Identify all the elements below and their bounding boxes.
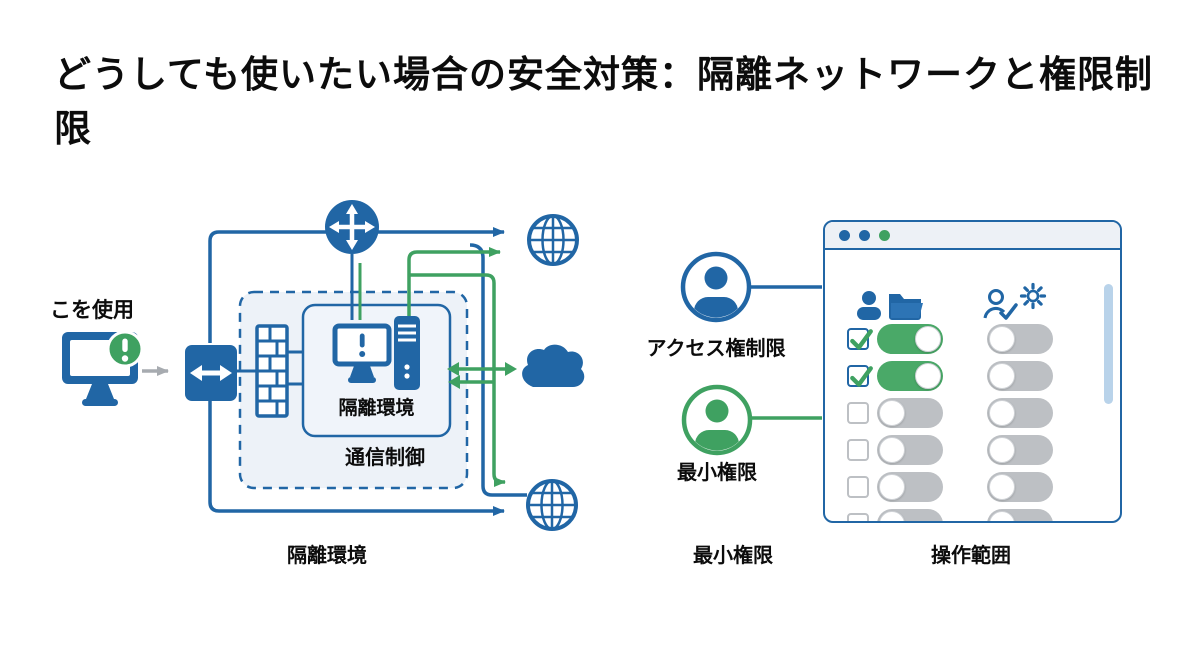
blue-network-path	[208, 227, 527, 516]
user-check-icon	[983, 289, 1018, 320]
page-title: どうしても使いたい場合の安全対策：隔離ネットワークと権限制限	[54, 54, 1154, 149]
router-icon	[325, 200, 379, 254]
gear-icon	[1019, 282, 1047, 310]
computer-warning-icon	[62, 330, 144, 406]
toggle-knob[interactable]	[879, 400, 905, 426]
toggle-row	[825, 398, 1120, 428]
globe-bottom-icon	[526, 479, 578, 531]
toggle-knob[interactable]	[989, 400, 1015, 426]
caption-operation-scope: 操作範囲	[931, 545, 1011, 567]
toggle[interactable]	[877, 324, 943, 354]
access-restriction-label: アクセス権制限	[646, 338, 786, 360]
isolated-computer-icon	[332, 323, 392, 383]
green-network-path	[358, 247, 506, 487]
usage-label: こを使用	[50, 299, 134, 322]
toggle[interactable]	[987, 472, 1053, 502]
toggle[interactable]	[987, 398, 1053, 428]
least-privilege-label: 最小権限	[677, 462, 757, 484]
toggle-knob[interactable]	[989, 511, 1015, 521]
toggle-knob[interactable]	[915, 326, 941, 352]
toggle-knob[interactable]	[989, 474, 1015, 500]
toggle-knob[interactable]	[879, 437, 905, 463]
network-switch-icon	[185, 345, 237, 401]
toggle-knob[interactable]	[989, 363, 1015, 389]
toggle[interactable]	[877, 472, 943, 502]
toggle-row	[825, 509, 1120, 521]
checkbox[interactable]	[847, 439, 869, 461]
toggle-knob[interactable]	[989, 437, 1015, 463]
toggle[interactable]	[987, 435, 1053, 465]
checkbox[interactable]	[847, 513, 869, 521]
toggle[interactable]	[987, 509, 1053, 521]
toggle-knob[interactable]	[989, 326, 1015, 352]
cloud-icon	[522, 344, 585, 387]
window-titlebar	[825, 222, 1120, 250]
user-blue-icon	[680, 251, 752, 323]
toggle-knob[interactable]	[879, 474, 905, 500]
globe-top-icon	[527, 214, 579, 266]
green-arrowheads	[447, 362, 517, 389]
toggle[interactable]	[987, 324, 1053, 354]
permissions-window	[823, 220, 1122, 523]
checkbox[interactable]	[847, 476, 869, 498]
toggle-row	[825, 435, 1120, 465]
user-icon	[857, 291, 881, 320]
caption-isolated-env: 隔離環境	[287, 545, 367, 567]
toggle-rows	[825, 324, 1120, 521]
toggle-row	[825, 324, 1120, 354]
checkbox[interactable]	[847, 402, 869, 424]
toggle[interactable]	[877, 509, 943, 521]
scrollbar[interactable]	[1104, 284, 1113, 404]
toggle-knob[interactable]	[915, 363, 941, 389]
communication-control-label: 通信制御	[345, 447, 425, 469]
toggle-knob[interactable]	[879, 511, 905, 521]
window-dot-icon[interactable]	[859, 229, 870, 241]
toggle[interactable]	[987, 361, 1053, 391]
toggle-row	[825, 472, 1120, 502]
window-dot-icon[interactable]	[839, 229, 850, 241]
toggle[interactable]	[877, 435, 943, 465]
folder-icon	[889, 294, 923, 320]
toggle[interactable]	[877, 361, 943, 391]
toggle-row	[825, 361, 1120, 391]
checkbox[interactable]	[847, 365, 873, 387]
caption-least-privilege: 最小権限	[693, 545, 773, 567]
toggle[interactable]	[877, 398, 943, 428]
user-green-icon	[681, 384, 753, 456]
checkbox[interactable]	[847, 328, 873, 350]
window-dot-icon[interactable]	[879, 229, 890, 241]
window-body	[825, 250, 1120, 521]
firewall-icon	[255, 324, 289, 418]
isolated-env-label: 隔離環境	[338, 398, 415, 419]
server-icon	[394, 316, 420, 390]
